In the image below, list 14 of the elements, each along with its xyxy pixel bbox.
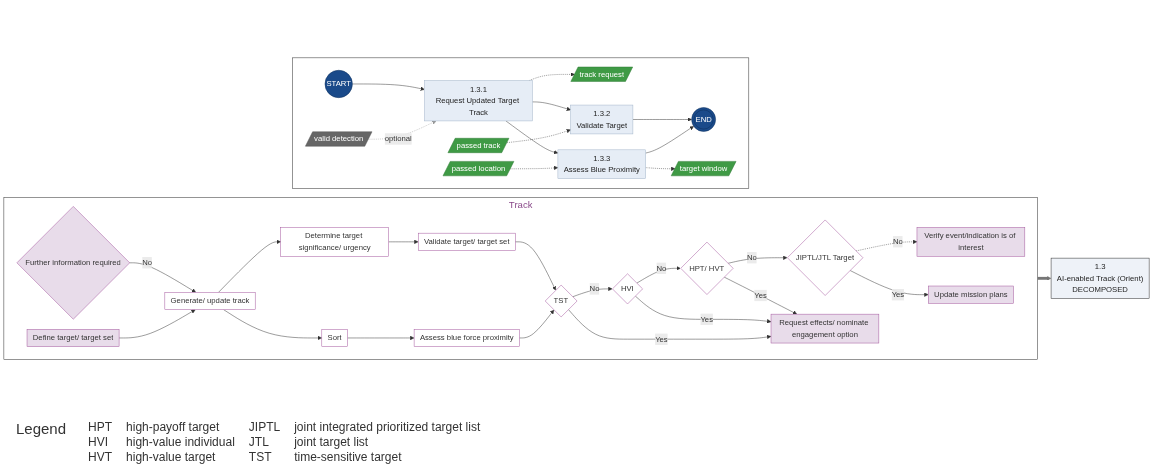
- abbreviation: TST: [248, 450, 273, 464]
- abbreviation: JTL: [248, 435, 270, 449]
- abbreviation-meaning: high-value individual: [126, 435, 235, 449]
- abbreviation: HPT: [88, 420, 113, 434]
- legend-heading: Legend: [16, 420, 67, 437]
- abbreviation: HVI: [88, 435, 110, 449]
- abbreviation: JIPTL: [248, 420, 281, 434]
- cluster: [292, 57, 750, 190]
- abbreviation-meaning: time-sensitive target: [294, 450, 403, 464]
- abbreviation-meaning: joint integrated prioritized target list: [294, 420, 481, 434]
- abbreviation-meaning: high-payoff target: [126, 420, 221, 434]
- abbreviation-meaning: high-value target: [126, 450, 217, 464]
- abbreviation-meaning: joint target list: [294, 435, 370, 449]
- abbreviation: HVT: [88, 450, 113, 464]
